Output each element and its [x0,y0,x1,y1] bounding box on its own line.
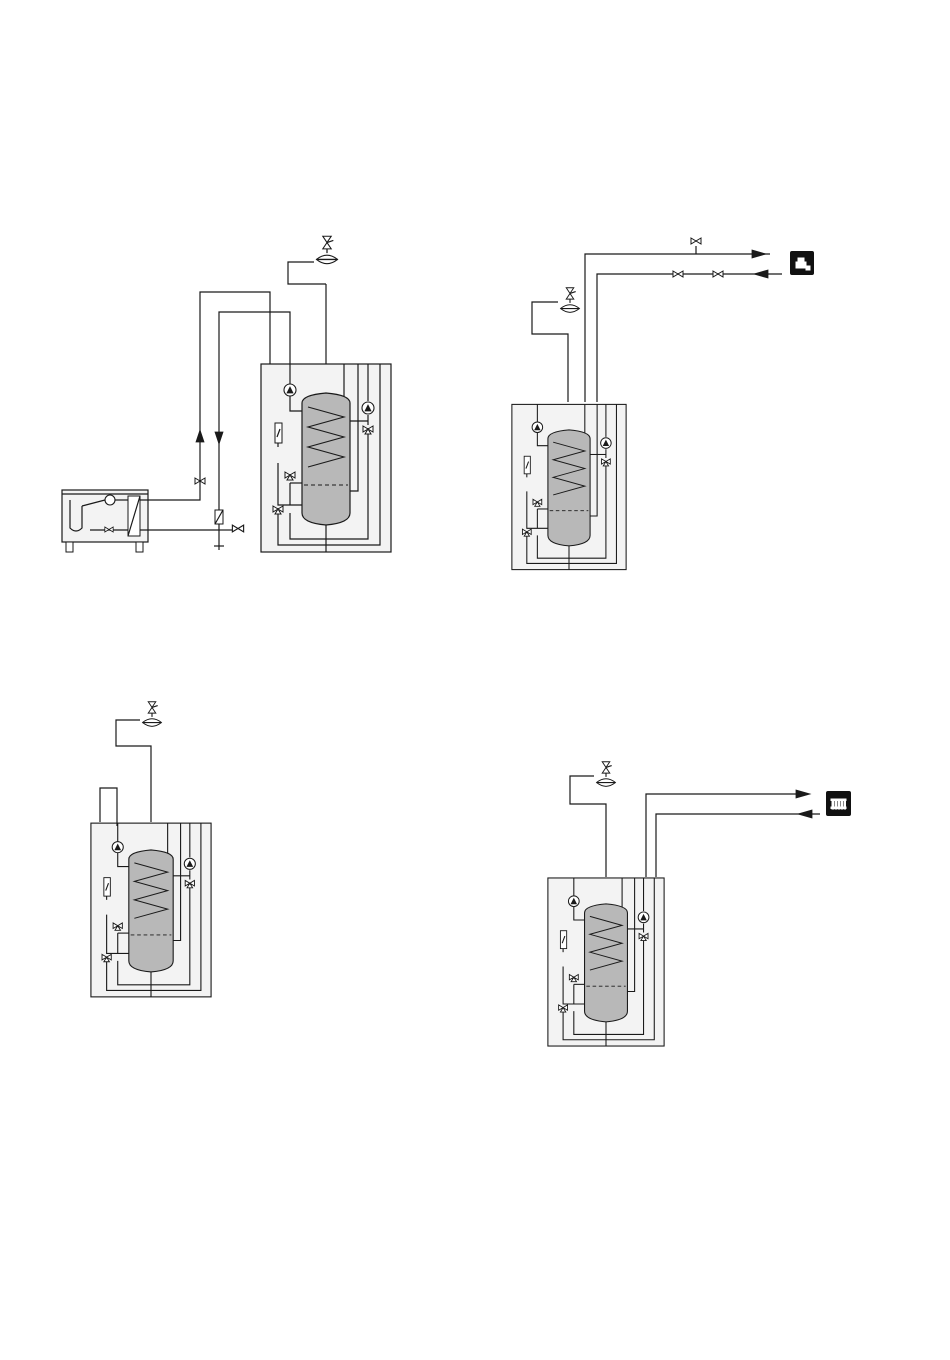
outdoor-heat-pump-unit [62,490,148,552]
expansion-vessel [597,762,616,787]
radiator-icon [826,791,851,816]
check-valve [713,271,723,277]
indoor-module [548,878,664,1046]
panel-top-right [512,238,814,570]
expansion-vessel [316,236,337,263]
hot-water-pipe [585,254,770,402]
panel-top-left [62,236,391,552]
panel-bottom-right [548,762,851,1046]
indoor-module [261,364,391,552]
expansion-vessel [561,288,580,313]
shut-off-valve [673,271,683,277]
supply-pipe [140,292,270,500]
safety-valve [691,238,701,244]
cold-water-pipe [597,274,782,402]
indoor-module [91,823,211,997]
radiator-return-pipe [656,814,820,877]
hot-water-tap-icon [790,251,814,275]
drain-valve [232,525,243,532]
panel-bottom-left [91,702,211,997]
radiator-supply-pipe [646,794,808,877]
indoor-module [512,404,626,569]
expansion-vessel [143,702,162,727]
filter-symbol [215,510,223,524]
